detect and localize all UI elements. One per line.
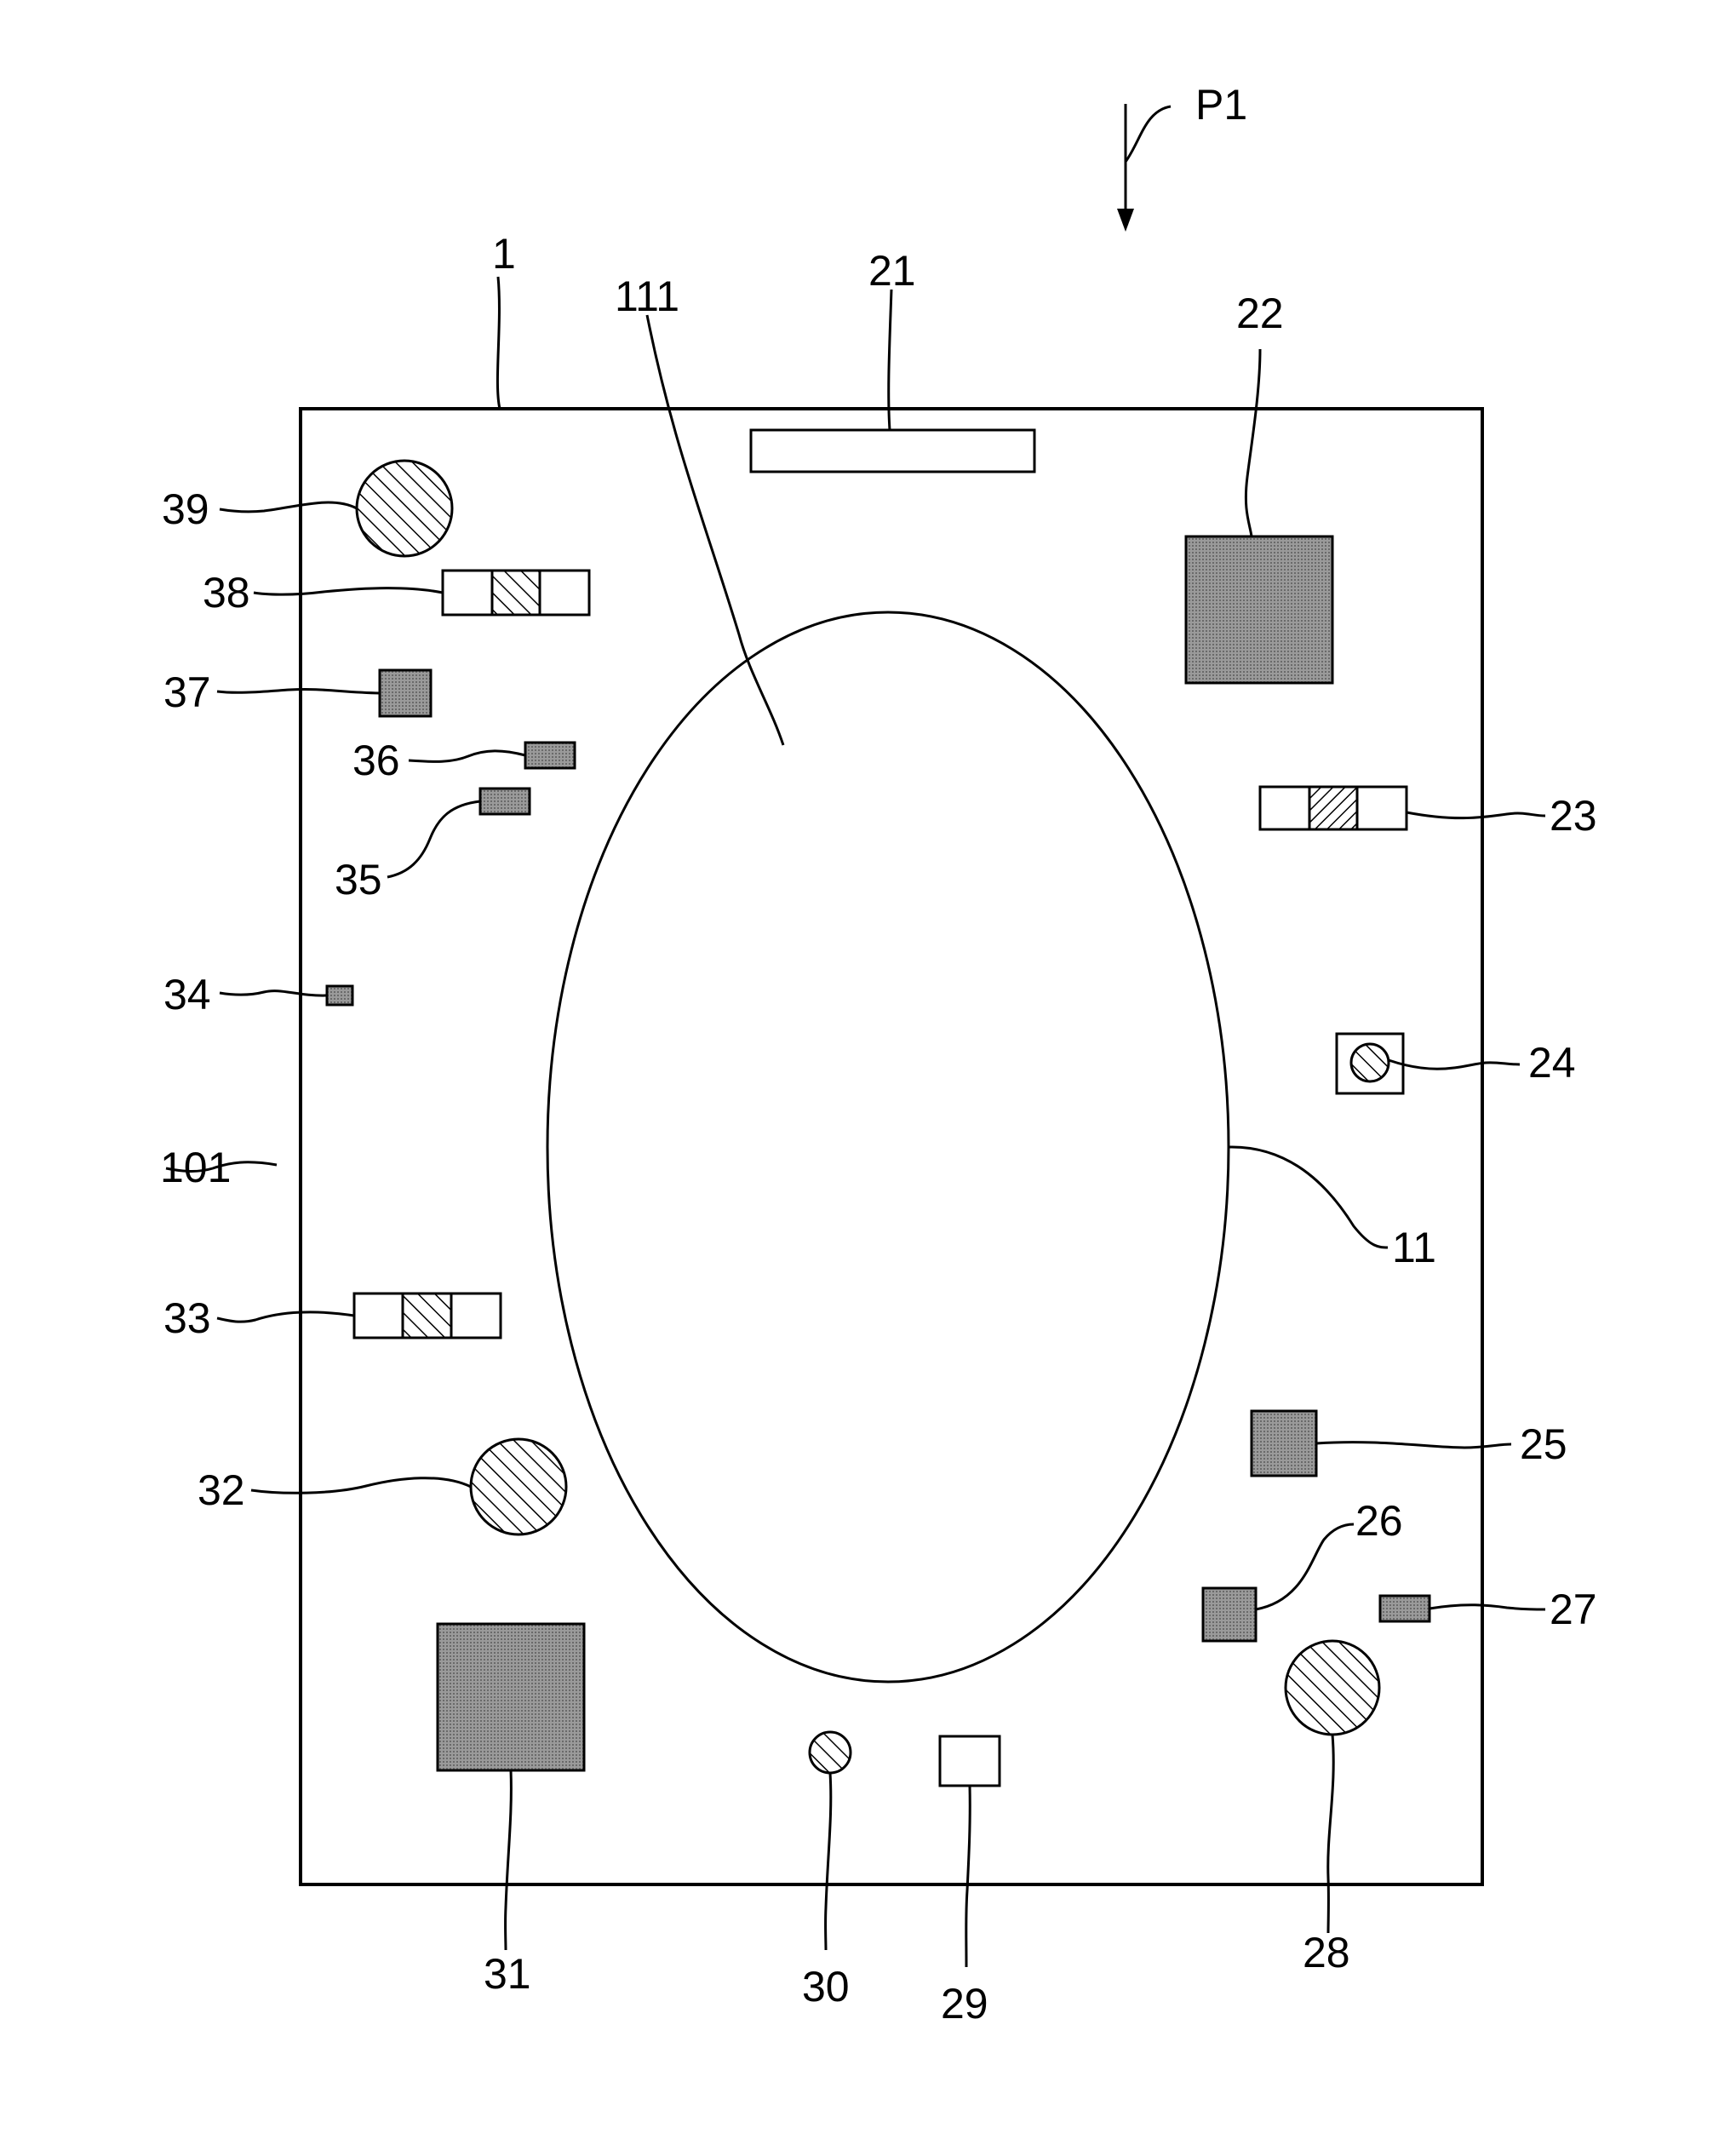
- component-27: [1380, 1596, 1429, 1621]
- opening-11: [547, 612, 1229, 1682]
- label-39: 39: [162, 485, 209, 533]
- label-26: 26: [1355, 1497, 1403, 1545]
- component-31: [438, 1624, 584, 1770]
- label-28: 28: [1303, 1929, 1350, 1976]
- label-21: 21: [868, 247, 916, 295]
- component-39: [357, 461, 452, 556]
- component-25: [1252, 1411, 1316, 1476]
- label-34: 34: [163, 971, 211, 1018]
- label-p1: P1: [1195, 81, 1247, 129]
- label-33: 33: [163, 1294, 211, 1342]
- label-35: 35: [335, 856, 382, 903]
- direction-arrow-p1: P1: [1117, 81, 1247, 232]
- label-22: 22: [1236, 290, 1284, 337]
- component-37: [380, 670, 431, 716]
- label-29: 29: [941, 1980, 988, 2028]
- component-30: [810, 1732, 851, 1773]
- component-23: [1260, 787, 1407, 829]
- component-35: [480, 789, 530, 814]
- component-22: [1186, 536, 1332, 683]
- component-32: [471, 1439, 566, 1534]
- component-26: [1203, 1588, 1256, 1641]
- component-28: [1286, 1641, 1379, 1735]
- label-38: 38: [203, 569, 250, 617]
- label-25: 25: [1520, 1420, 1567, 1468]
- label-30: 30: [802, 1963, 850, 2010]
- label-1: 1: [492, 230, 516, 278]
- label-31: 31: [484, 1950, 531, 1998]
- label-24: 24: [1528, 1039, 1576, 1087]
- label-111: 111: [615, 272, 679, 320]
- label-36: 36: [352, 737, 400, 784]
- component-21: [751, 430, 1034, 472]
- component-24: [1337, 1034, 1403, 1093]
- label-32: 32: [198, 1466, 245, 1514]
- label-11: 11: [1392, 1224, 1436, 1271]
- component-36: [525, 743, 575, 768]
- label-101: 101: [160, 1144, 231, 1191]
- component-38: [443, 571, 589, 615]
- component-33: [354, 1293, 501, 1338]
- label-37: 37: [163, 668, 211, 716]
- component-34: [327, 986, 352, 1005]
- label-23: 23: [1550, 792, 1597, 840]
- component-29: [940, 1736, 1000, 1786]
- label-27: 27: [1550, 1586, 1597, 1633]
